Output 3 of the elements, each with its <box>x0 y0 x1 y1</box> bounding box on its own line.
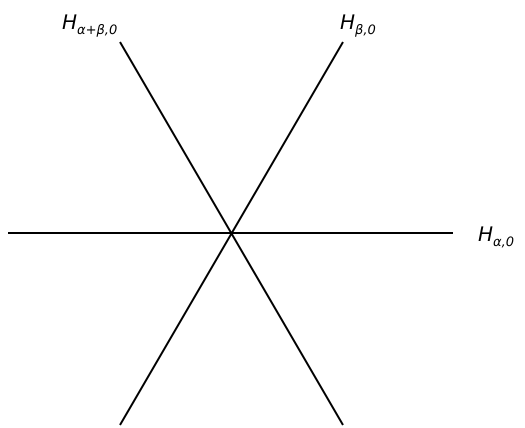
hyperplane-label: H$_{β,0}$ <box>340 12 376 37</box>
hyperplane-label: H$_{α+β,0}$ <box>62 12 118 37</box>
hyperplane-label: H$_{α,0}$ <box>478 224 514 249</box>
